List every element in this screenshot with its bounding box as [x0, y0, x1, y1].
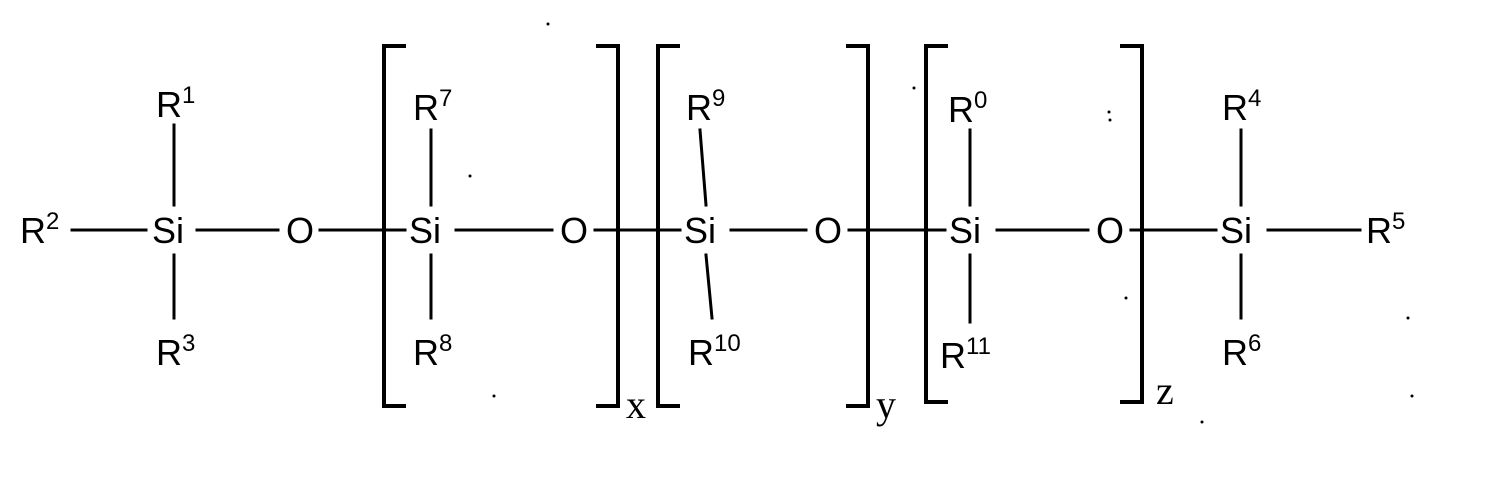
scan-speck — [1125, 297, 1128, 300]
scan-speck — [913, 87, 916, 90]
repeat-subscript-y: y — [876, 382, 896, 427]
bond-si3-r10 — [706, 255, 712, 318]
repeat-subscript-z: z — [1156, 368, 1174, 413]
scan-speck — [493, 395, 496, 398]
bracket-left-x — [384, 46, 406, 406]
substituent-r5: R5 — [1366, 208, 1405, 251]
si-atom-4: Si — [949, 210, 981, 251]
substituent-r4: R4 — [1222, 85, 1261, 128]
substituent-r1: R1 — [156, 82, 195, 125]
oxygen-atom-1: O — [286, 210, 314, 251]
scan-speck — [1109, 119, 1112, 122]
bracket-right-x — [596, 46, 618, 406]
oxygen-atom-3: O — [814, 210, 842, 251]
scan-speck — [1108, 111, 1111, 114]
bracket-left-y — [658, 46, 680, 406]
substituent-r10: R10 — [688, 330, 741, 373]
repeat-subscript-x: x — [626, 382, 646, 427]
si-atom-3: Si — [684, 210, 716, 251]
substituent-r8: R8 — [413, 330, 452, 373]
substituent-r6: R6 — [1222, 330, 1261, 373]
substituent-r11: R11 — [940, 333, 991, 376]
scan-speck — [547, 23, 550, 26]
substituent-r9: R9 — [686, 85, 725, 128]
substituent-r2: R2 — [20, 208, 59, 251]
scan-speck — [469, 175, 472, 178]
substituent-r7: R7 — [413, 85, 452, 128]
substituent-r0: R0 — [948, 87, 987, 130]
si-atom-1: Si — [152, 210, 184, 251]
scan-speck — [1411, 395, 1414, 398]
scan-speck — [1201, 421, 1204, 424]
bracket-right-y — [846, 46, 868, 406]
bond-si3-r9 — [700, 130, 706, 205]
substituent-r3: R3 — [156, 330, 195, 373]
si-atom-5: Si — [1220, 210, 1252, 251]
si-atom-2: Si — [409, 210, 441, 251]
scan-speck — [1407, 317, 1410, 320]
oxygen-atom-4: O — [1096, 210, 1124, 251]
oxygen-atom-2: O — [560, 210, 588, 251]
